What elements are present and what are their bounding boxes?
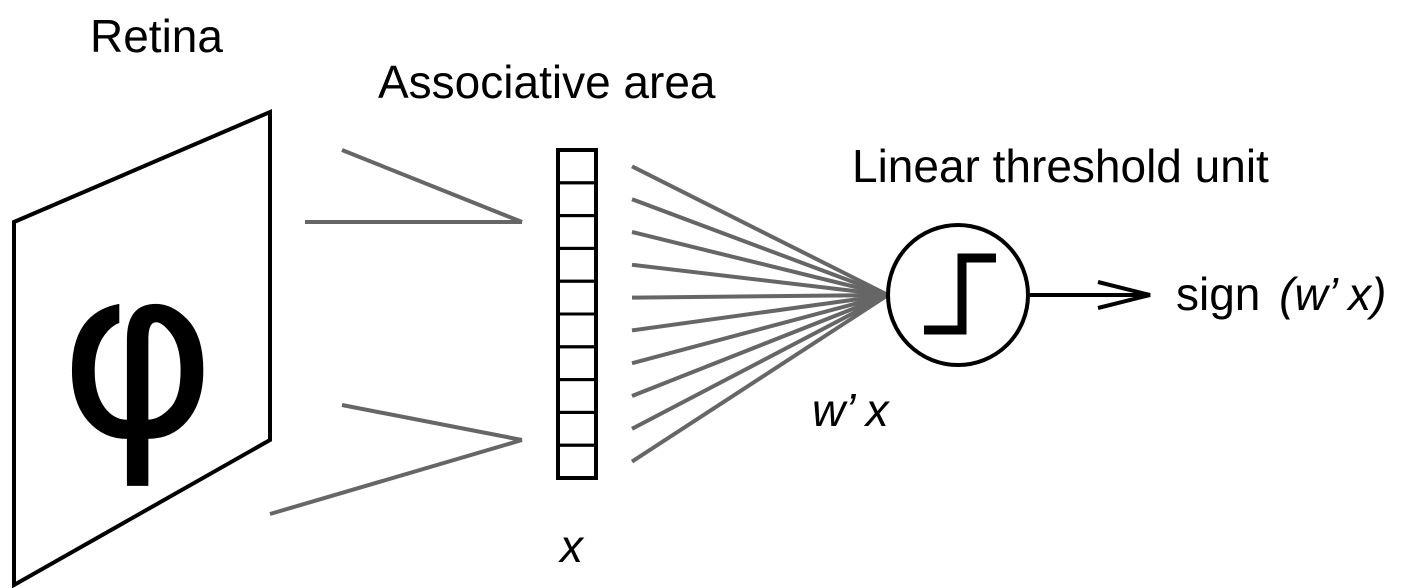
output-sign-args: (w’ x) xyxy=(1279,268,1386,320)
retina-connection xyxy=(341,148,523,224)
retina-label: Retina xyxy=(90,10,223,62)
weight-line xyxy=(631,293,889,300)
threshold-unit xyxy=(886,223,1030,367)
weight-line xyxy=(631,197,889,297)
step-function-icon xyxy=(924,253,996,335)
retina-symbol: φ xyxy=(59,213,217,493)
linear-threshold-unit-label: Linear threshold unit xyxy=(852,140,1269,192)
retina-plane xyxy=(12,108,272,588)
input-vector-label: x xyxy=(558,520,585,572)
weight-line xyxy=(631,293,889,398)
weight-line xyxy=(631,164,889,297)
retina-connection xyxy=(269,438,523,516)
weight-connections xyxy=(630,164,890,464)
weight-line xyxy=(631,293,889,366)
output-sign-label: sign (w’ x) xyxy=(1176,268,1387,320)
weight-line xyxy=(631,262,889,297)
retina-connection xyxy=(341,403,523,442)
weight-line xyxy=(631,230,889,297)
retina-connections xyxy=(269,148,523,516)
vector-cell xyxy=(556,443,598,480)
weight-line xyxy=(631,293,889,333)
weight-line xyxy=(630,293,890,464)
associative-area-vector xyxy=(556,148,598,480)
output-sign-prefix: sign xyxy=(1176,268,1260,320)
weight-line xyxy=(631,293,889,431)
associative-area-label: Associative area xyxy=(378,56,716,108)
arrow-right-icon xyxy=(1030,280,1151,310)
weighted-sum-label: w’ x xyxy=(812,384,891,436)
